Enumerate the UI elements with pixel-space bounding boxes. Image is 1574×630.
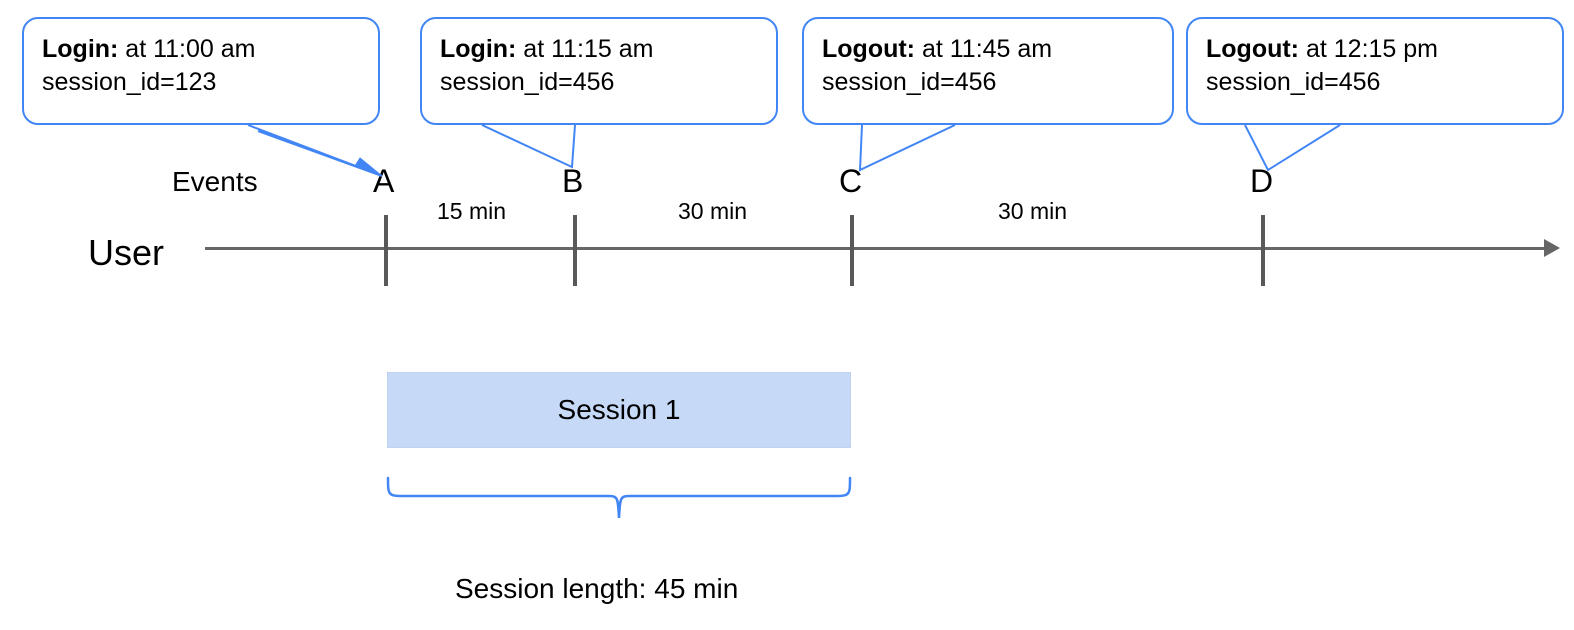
session-bar: Session 1 (387, 372, 851, 448)
session-length-brace (386, 476, 852, 519)
event-letter-c: C (839, 163, 863, 199)
callout-c-session-id: session_id=456 (822, 68, 997, 96)
callout-a-session-id: session_id=123 (42, 68, 217, 96)
event-letter-b: B (562, 163, 584, 199)
tick-a (384, 215, 388, 286)
user-row-label: User (88, 232, 165, 273)
event-letter-a: A (373, 163, 395, 199)
callout-a-time: at 11:00 am (118, 35, 256, 63)
callout-event-a: Login: at 11:00 am session_id=123 (22, 17, 380, 125)
callout-c-time: at 11:45 am (915, 35, 1053, 63)
event-letter-d: D (1250, 163, 1274, 199)
session-length-caption: Session length: 45 min (455, 573, 739, 604)
callout-d-event-type: Logout: (1206, 35, 1300, 63)
callout-d-session-id: session_id=456 (1206, 68, 1381, 96)
tick-c (850, 215, 854, 286)
callout-event-d: Logout: at 12:15 pm session_id=456 (1186, 17, 1564, 125)
callout-b-session-id: session_id=456 (440, 68, 615, 96)
callout-d-time: at 12:15 pm (1299, 35, 1438, 63)
interval-label-cd: 30 min (998, 198, 1068, 224)
tick-b (573, 215, 577, 286)
callout-c-event-type: Logout: (822, 35, 916, 63)
callout-event-c: Logout: at 11:45 am session_id=456 (802, 17, 1174, 125)
callout-event-b: Login: at 11:15 am session_id=456 (420, 17, 778, 125)
timeline-axis-arrowhead (1544, 239, 1560, 257)
callout-b-time: at 11:15 am (516, 35, 654, 63)
tick-d (1261, 215, 1265, 286)
interval-label-ab: 15 min (437, 198, 507, 224)
session-bar-label: Session 1 (557, 394, 681, 425)
interval-label-bc: 30 min (678, 198, 748, 224)
callout-a-event-type: Login: (42, 35, 119, 63)
callout-b-event-type: Login: (440, 35, 517, 63)
timeline-axis (205, 247, 1546, 250)
events-row-label: Events (172, 166, 258, 197)
